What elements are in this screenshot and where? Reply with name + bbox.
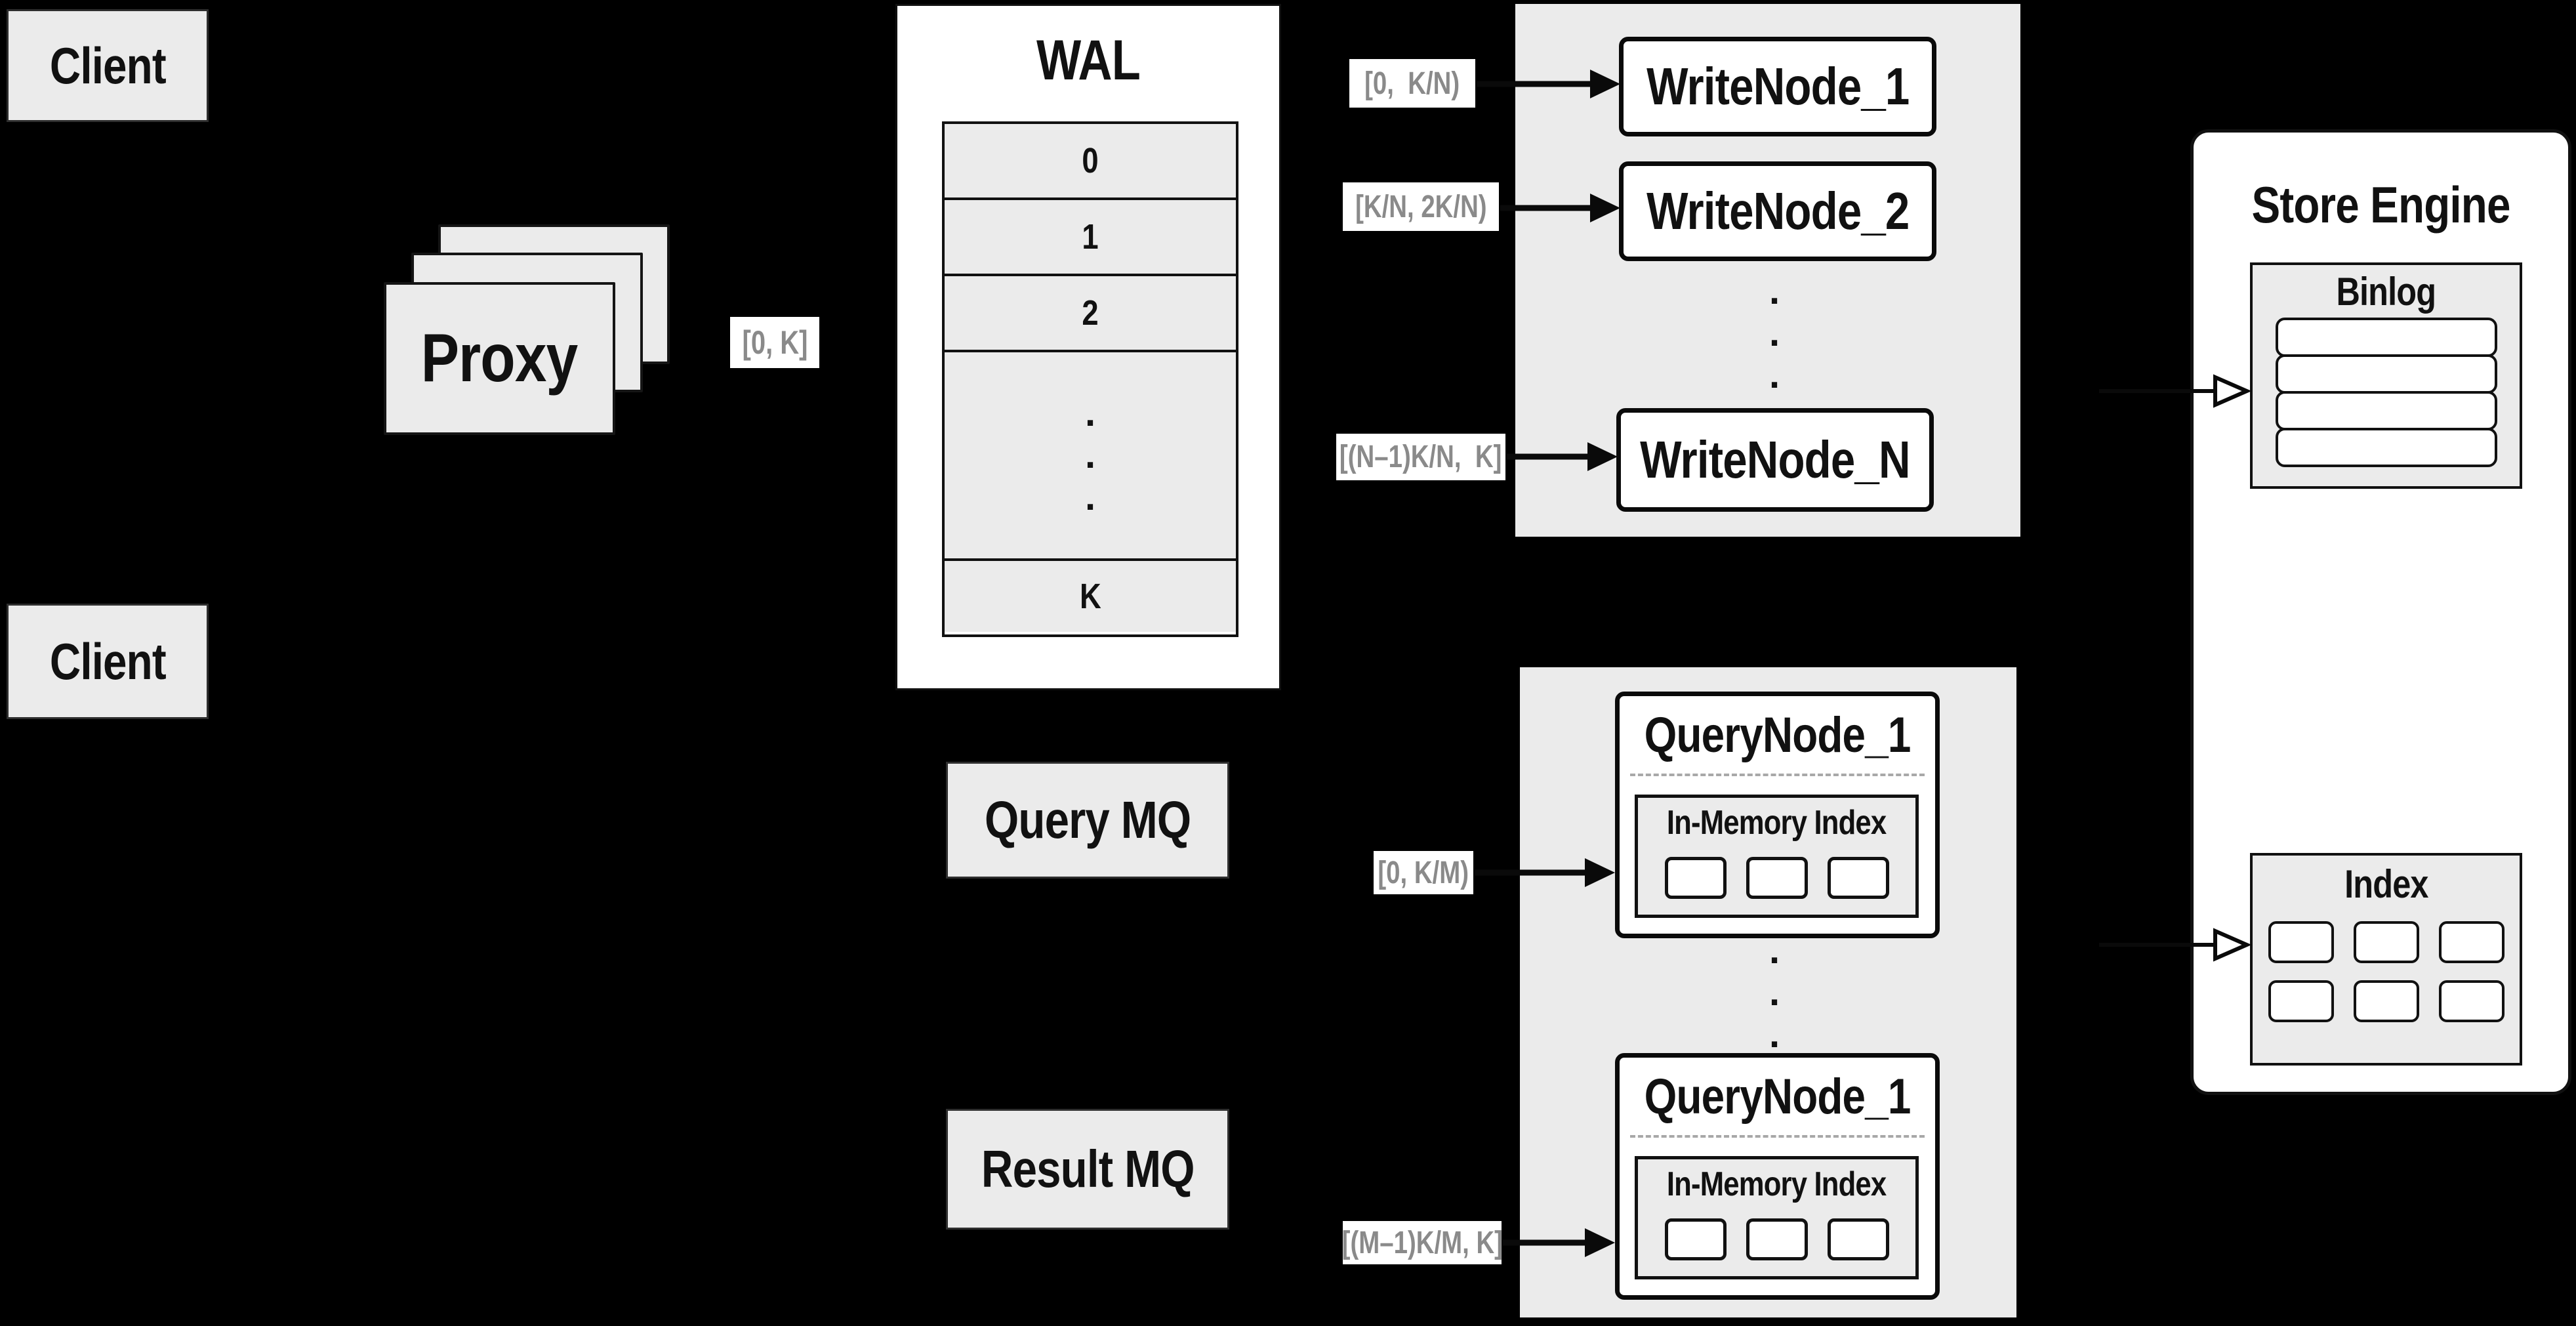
ellipsis-dot: .	[1084, 434, 1096, 476]
write-node-1-label: WriteNode_1	[1646, 57, 1910, 115]
wal-row-1-label: 1	[1082, 217, 1099, 257]
client-top-label: Client	[49, 36, 167, 94]
wal-title: WAL	[1036, 28, 1141, 92]
in-memory-index-panel-2: In-Memory Index	[1635, 1156, 1919, 1279]
range-label-write-n: [(N–1)K/N, K]	[1336, 434, 1505, 480]
binlog-panel: Binlog	[2250, 262, 2522, 489]
query-node-2-divider	[1630, 1135, 1925, 1138]
query-node-1-title: QueryNode_1	[1644, 707, 1912, 763]
binlog-rows	[2253, 318, 2520, 467]
index-title-wrap: Index	[2253, 856, 2520, 912]
query-group-ellipsis: . . .	[1745, 929, 1804, 1055]
write-node-n-label: WriteNode_N	[1640, 430, 1910, 489]
result-mq-label: Result MQ	[981, 1140, 1195, 1198]
range-label-write-2: [K/N, 2K/N)	[1343, 182, 1499, 231]
memory-segment	[1664, 857, 1727, 899]
in-memory-index-title-2: In-Memory Index	[1667, 1165, 1887, 1203]
memory-segment	[1746, 857, 1808, 899]
range-label-proxy-out-text: [0, K]	[742, 324, 808, 361]
proxy-card-front: Proxy	[384, 282, 615, 435]
proxy-label: Proxy	[421, 320, 578, 396]
index-cell	[2438, 980, 2504, 1022]
query-mq-box: Query MQ	[946, 762, 1229, 879]
range-label-proxy-out: [0, K]	[730, 317, 819, 368]
write-node-2: WriteNode_2	[1619, 161, 1936, 261]
wal-row-2-label: 2	[1082, 293, 1099, 333]
wal-log-table: 0 1 2 . . . K	[942, 121, 1238, 637]
wal-ellipsis: . . .	[1085, 392, 1095, 518]
query-mq-label: Query MQ	[984, 791, 1191, 849]
wal-row-k-label: K	[1080, 577, 1101, 616]
range-label-write-n-text: [(N–1)K/N, K]	[1339, 440, 1502, 474]
range-label-query-m: [(M–1)K/M, K]	[1341, 1221, 1503, 1264]
ellipsis-dot: .	[1768, 928, 1780, 972]
index-cell-row	[2253, 921, 2520, 963]
proxy-stack: Proxy	[384, 224, 670, 435]
ellipsis-dot: .	[1084, 392, 1096, 434]
store-engine-title: Store Engine	[2251, 175, 2510, 234]
write-group-ellipsis: . . .	[1745, 262, 1804, 404]
memory-segment	[1827, 857, 1889, 899]
query-node-2-title: QueryNode_1	[1644, 1068, 1912, 1125]
range-label-write-1: [0, K/N)	[1349, 59, 1475, 108]
query-node-2: QueryNode_1 In-Memory Index	[1615, 1053, 1940, 1300]
ellipsis-dot: .	[1084, 476, 1096, 518]
wal-row-0-label: 0	[1082, 141, 1099, 180]
wal-row-1: 1	[945, 197, 1236, 274]
index-cell-row	[2253, 980, 2520, 1022]
wal-row-2: 2	[945, 274, 1236, 350]
client-bottom-label: Client	[49, 632, 167, 690]
binlog-row	[2275, 318, 2497, 357]
index-cell	[2353, 980, 2419, 1022]
range-label-query-1-text: [0, K/M)	[1378, 855, 1469, 890]
wal-row-k: K	[945, 558, 1236, 632]
client-box-top: Client	[7, 9, 209, 122]
range-label-query-m-text: [(M–1)K/M, K]	[1341, 1225, 1503, 1260]
wal-row-0: 0	[945, 124, 1236, 197]
wal-title-wrap: WAL	[897, 24, 1279, 96]
query-node-1-divider	[1630, 774, 1925, 776]
client-box-bottom: Client	[7, 604, 209, 719]
ellipsis-dot: .	[1768, 269, 1780, 312]
in-memory-index-title-wrap-2: In-Memory Index	[1638, 1159, 1915, 1209]
query-node-2-title-wrap: QueryNode_1	[1620, 1058, 1935, 1135]
binlog-title-wrap: Binlog	[2253, 265, 2520, 318]
index-panel: Index	[2250, 853, 2522, 1066]
wal-row-ellipsis: . . .	[945, 350, 1236, 558]
store-engine-title-wrap: Store Engine	[2194, 169, 2568, 241]
memory-segment	[1827, 1218, 1889, 1260]
in-memory-index-panel-1: In-Memory Index	[1635, 795, 1919, 918]
in-memory-index-title-wrap-1: In-Memory Index	[1638, 798, 1915, 848]
ellipsis-dot: .	[1768, 353, 1780, 396]
index-title: Index	[2344, 861, 2428, 906]
write-node-1: WriteNode_1	[1619, 37, 1936, 136]
binlog-row	[2275, 428, 2497, 467]
result-mq-box: Result MQ	[946, 1109, 1229, 1230]
range-label-query-1: [0, K/M)	[1374, 851, 1473, 894]
memory-segments-2	[1638, 1218, 1915, 1260]
memory-segment	[1746, 1218, 1808, 1260]
range-label-write-2-text: [K/N, 2K/N)	[1355, 189, 1487, 224]
wal-panel: WAL 0 1 2 . . . K	[895, 4, 1281, 690]
range-label-write-1-text: [0, K/N)	[1364, 66, 1460, 101]
write-node-n: WriteNode_N	[1616, 408, 1934, 512]
query-node-1: QueryNode_1 In-Memory Index	[1615, 692, 1940, 938]
index-cell	[2268, 980, 2334, 1022]
ellipsis-dot: .	[1768, 970, 1780, 1014]
index-cell	[2353, 921, 2419, 963]
index-cell	[2438, 921, 2504, 963]
memory-segment	[1664, 1218, 1727, 1260]
index-cell	[2268, 921, 2334, 963]
in-memory-index-title-1: In-Memory Index	[1667, 804, 1887, 842]
ellipsis-dot: .	[1768, 311, 1780, 354]
binlog-row	[2275, 391, 2497, 430]
binlog-title: Binlog	[2336, 269, 2437, 314]
store-engine-panel: Store Engine Binlog Index	[2190, 129, 2571, 1095]
binlog-row	[2275, 354, 2497, 394]
ellipsis-dot: .	[1768, 1012, 1780, 1056]
memory-segments-1	[1638, 857, 1915, 899]
write-node-2-label: WriteNode_2	[1646, 182, 1910, 240]
query-node-1-title-wrap: QueryNode_1	[1620, 696, 1935, 774]
